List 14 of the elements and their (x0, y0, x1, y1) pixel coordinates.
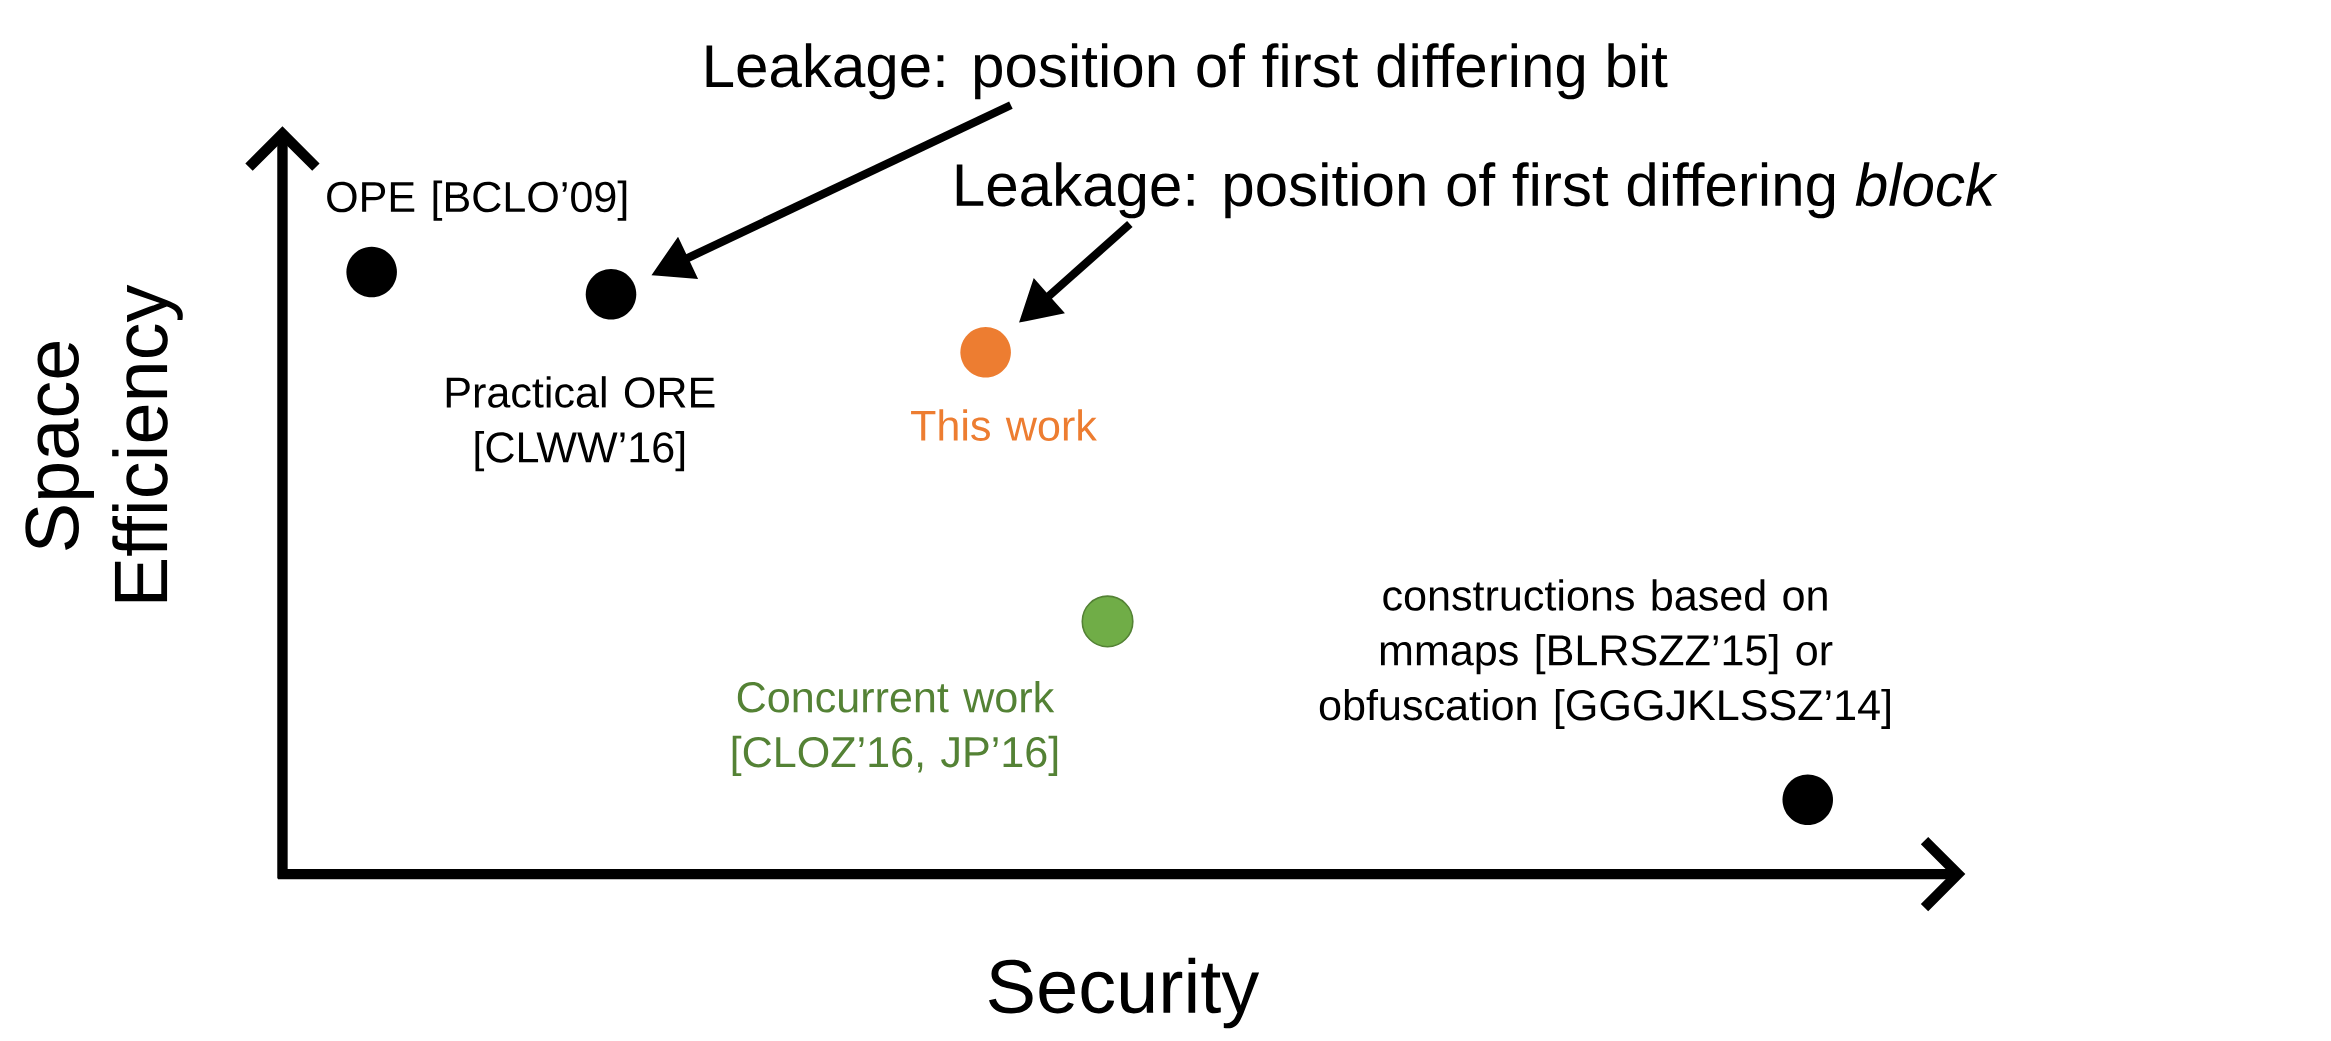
point-label: constructions based on mmaps [BLRSZZ’15] or obfuscation [GGGJKLSSZ’14] (1319, 579, 1890, 730)
point-label: Practical ORE [CLWW’16] (446, 376, 715, 472)
annotation-text: Leakage: position of first differing block (956, 162, 1998, 219)
axis-label: Security (989, 957, 1260, 1029)
data-point (1782, 774, 1833, 826)
annotation-text: Leakage: position of first differing bit (706, 43, 1668, 100)
data-point (585, 269, 637, 320)
point-label: OPE [BCLO’09] (327, 180, 627, 221)
point-label: This work (911, 409, 1097, 442)
data-point (960, 327, 1011, 378)
point-label: Concurrent work [CLOZ’16, JP’16] (732, 681, 1058, 777)
axis-label: Space Efficiency (25, 284, 183, 602)
data-point (346, 246, 397, 298)
data-point (1081, 595, 1134, 648)
